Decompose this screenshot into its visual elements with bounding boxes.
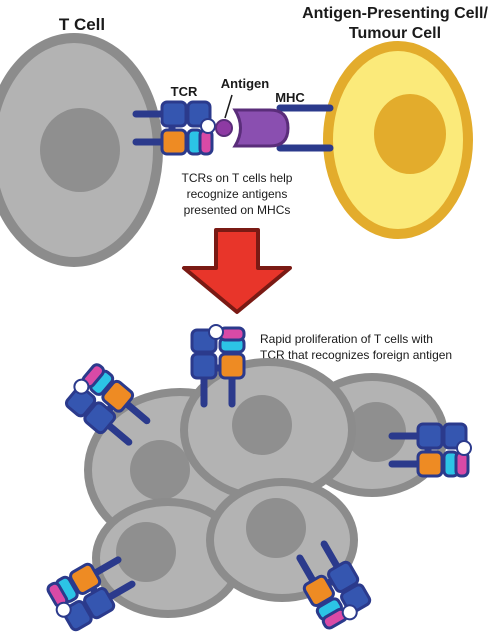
t-cell-cluster	[84, 358, 448, 618]
down-arrow	[182, 228, 292, 314]
caption-line2: recognize antigens	[187, 187, 288, 201]
antigen-label: Antigen	[221, 76, 269, 91]
mhc-label: MHC	[275, 90, 305, 105]
prolif-line2: TCR that recognizes foreign antigen	[260, 348, 452, 362]
mhc-molecule	[232, 104, 334, 152]
antigen-pointer	[224, 94, 233, 119]
caption-line1: TCRs on T cells help	[182, 171, 293, 185]
antigen-molecule	[215, 119, 233, 137]
caption-line3: presented on MHCs	[184, 203, 291, 217]
tcr-label: TCR	[171, 84, 198, 99]
apc-label-line1: Antigen-Presenting Cell/	[302, 5, 488, 22]
t-cell-label: T Cell	[59, 15, 105, 34]
apc-nucleus	[374, 94, 446, 174]
t-cell-nucleus	[40, 108, 120, 192]
apc-label-line2: Tumour Cell	[349, 25, 441, 42]
prolif-line1: Rapid proliferation of T cells with	[260, 332, 433, 346]
